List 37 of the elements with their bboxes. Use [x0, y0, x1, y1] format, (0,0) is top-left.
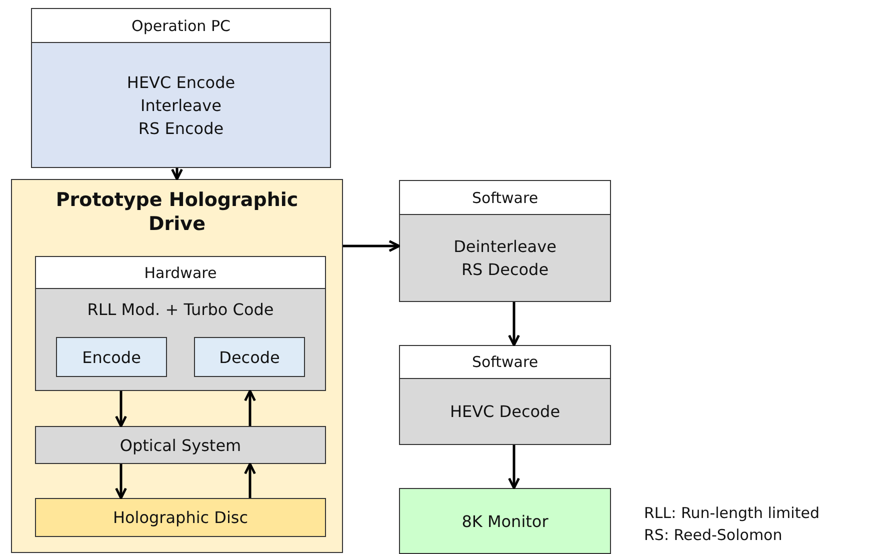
process-box [399, 488, 611, 554]
node-text: Optical System [120, 434, 242, 456]
arrow [115, 391, 127, 428]
node-text: RS Encode [138, 118, 224, 140]
group-box [11, 179, 343, 553]
group-title: Prototype Holographic Drive [54, 188, 300, 236]
process-box [35, 256, 326, 391]
arrow [115, 464, 127, 500]
arrow [244, 462, 256, 498]
arrow [508, 445, 520, 490]
node-text: RLL Mod. + Turbo Code [87, 299, 274, 321]
node-text: RS Decode [461, 259, 549, 281]
note-text: RS: Reed-Solomon [644, 525, 782, 546]
node-text: Holographic Disc [112, 507, 248, 529]
node-text: HEVC Encode [126, 72, 236, 94]
process-box [35, 498, 326, 537]
process-box [31, 8, 331, 168]
process-box [194, 337, 305, 377]
node-text: Encode [82, 346, 141, 368]
arrow [508, 302, 520, 346]
box-header: Operation PC [32, 9, 330, 43]
process-box [35, 426, 326, 464]
node-text: Deinterleave [454, 236, 556, 258]
box-header: Hardware [36, 257, 325, 289]
arrow [244, 390, 256, 426]
process-box [399, 345, 611, 445]
node-text: 8K Monitor [462, 510, 548, 532]
note-text: RLL: Run-length limited [644, 503, 820, 524]
arrow [343, 240, 400, 252]
node-text: HEVC Decode [450, 401, 560, 423]
node-text: Interleave [140, 94, 222, 116]
process-box [56, 337, 167, 377]
arrow [171, 168, 183, 180]
box-header: Software [400, 181, 610, 215]
box-header: Software [400, 346, 610, 379]
process-box [399, 180, 611, 302]
node-text: Decode [219, 346, 280, 368]
